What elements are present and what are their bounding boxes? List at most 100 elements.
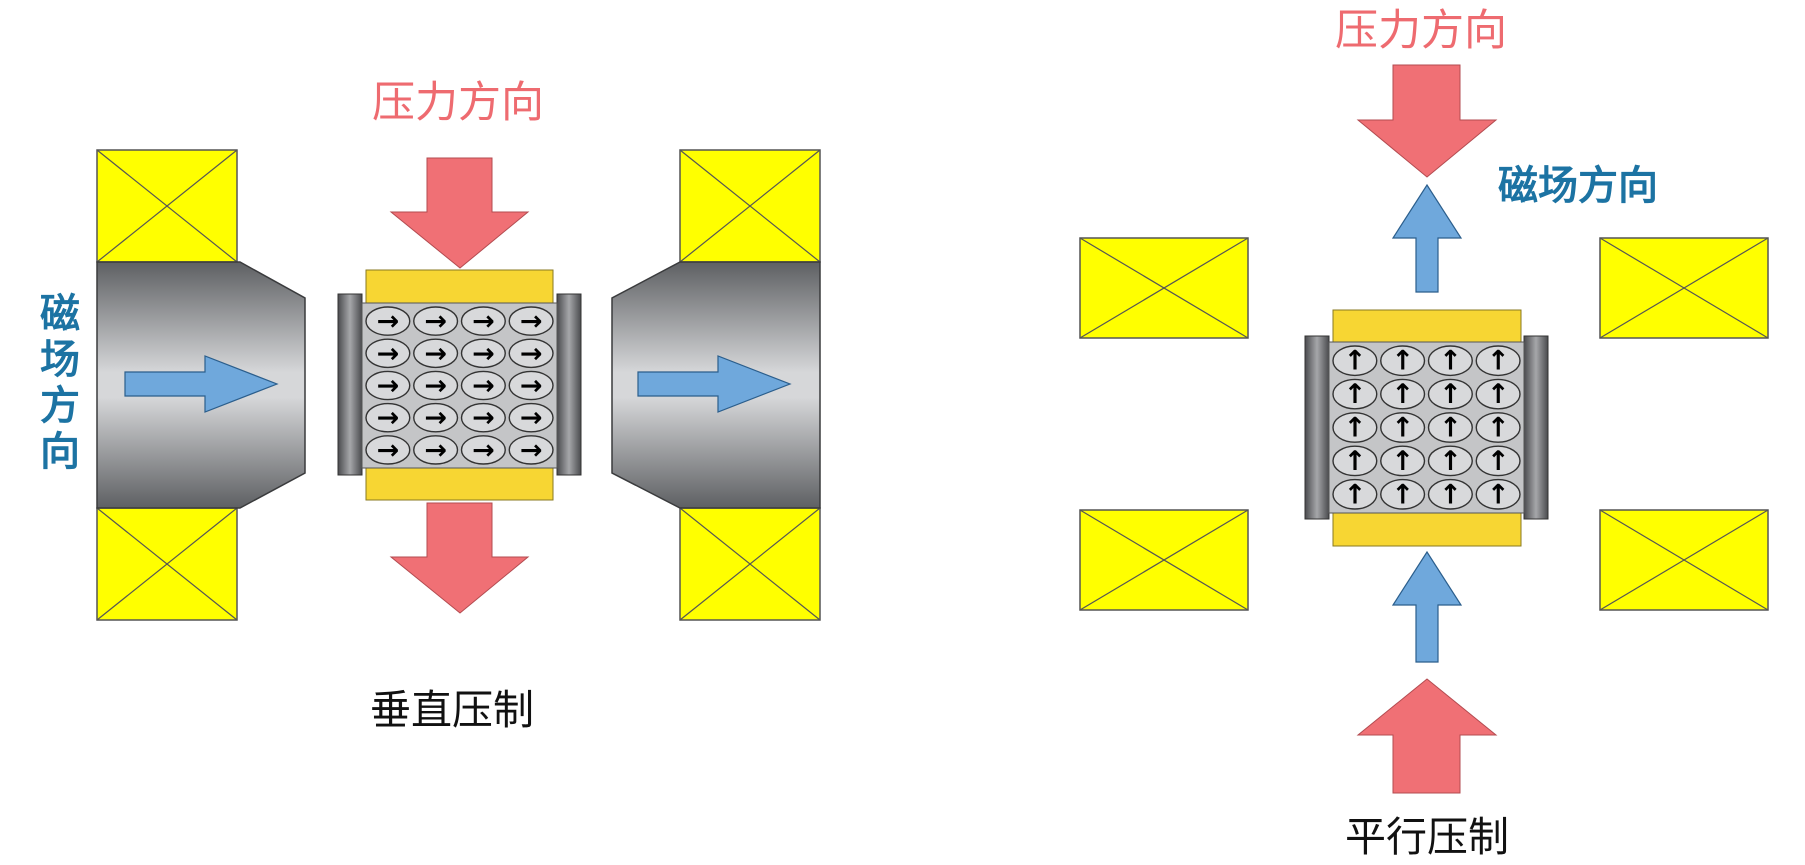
left-grain <box>365 435 411 465</box>
right-grain-arrow-icon: ↑ <box>1439 479 1462 510</box>
left-grain <box>460 370 506 401</box>
left-grain-arrow-icon: → <box>520 306 543 337</box>
punch-bottom-right <box>1332 512 1522 547</box>
left-grain <box>413 338 459 369</box>
coil-lower-right <box>1599 509 1769 611</box>
pressure-direction-label-right: 压力方向 <box>1335 6 1507 56</box>
punch-bottom-left <box>365 467 554 501</box>
left-grain-arrow-icon: → <box>472 371 495 402</box>
left-grain <box>365 306 411 336</box>
pressure-arrow-top-right <box>1356 64 1498 178</box>
left-grain <box>460 402 506 433</box>
right-grain <box>1332 378 1378 410</box>
left-grain <box>460 306 506 336</box>
die-bar-right <box>556 293 582 476</box>
die-bar-left-2 <box>1304 335 1330 520</box>
caption-parallel: 平行压制 <box>1345 813 1509 861</box>
left-grain-arrow-icon: → <box>472 338 495 369</box>
left-grain-arrow-icon: → <box>377 371 400 402</box>
left-grain <box>365 402 411 433</box>
right-grain <box>1332 478 1378 510</box>
right-grain-arrow-icon: ↑ <box>1439 346 1462 377</box>
left-grain-arrow-icon: → <box>424 403 447 434</box>
coil-bottom-right <box>679 507 821 621</box>
field-arrow-up-bottom <box>1391 550 1463 663</box>
right-grain <box>1427 478 1473 510</box>
right-grain <box>1475 445 1521 477</box>
right-grain-arrow-icon: ↑ <box>1391 446 1414 477</box>
right-grain-arrow-icon: ↑ <box>1487 346 1510 377</box>
field-direction-label-left: 磁场方向 <box>33 292 79 476</box>
left-grain <box>508 338 554 369</box>
left-grain-arrow-icon: → <box>424 371 447 402</box>
right-grain-arrow-icon: ↑ <box>1344 446 1367 477</box>
left-grain-arrow-icon: → <box>377 435 400 466</box>
pressure-arrow-top-left <box>389 157 530 269</box>
right-grain <box>1475 412 1521 443</box>
right-grain <box>1380 412 1426 443</box>
left-grain-arrow-icon: → <box>377 306 400 337</box>
left-grain-arrow-icon: → <box>472 403 495 434</box>
right-grain-arrow-icon: ↑ <box>1487 379 1510 410</box>
pressure-arrow-bottom-right <box>1356 678 1498 794</box>
coil-upper-right <box>1599 237 1769 339</box>
right-grain <box>1475 378 1521 410</box>
left-grain <box>460 435 506 465</box>
right-grain-arrow-icon: ↑ <box>1344 479 1367 510</box>
right-grain-arrow-icon: ↑ <box>1487 413 1510 444</box>
coil-bottom-left <box>96 507 238 621</box>
right-grain <box>1427 445 1473 477</box>
caption-perpendicular: 垂直压制 <box>370 686 534 734</box>
right-grain <box>1475 478 1521 510</box>
left-grain <box>508 306 554 336</box>
right-grain-arrow-icon: ↑ <box>1344 413 1367 444</box>
left-grain <box>413 402 459 433</box>
right-grain-arrow-icon: ↑ <box>1344 379 1367 410</box>
right-grain <box>1332 445 1378 477</box>
left-grain <box>365 370 411 401</box>
die-bar-left <box>337 293 363 476</box>
punch-top-right <box>1332 309 1522 343</box>
punch-top-left <box>365 269 554 304</box>
left-grain <box>508 402 554 433</box>
die-bar-right-2 <box>1523 335 1549 520</box>
left-grain-arrow-icon: → <box>377 338 400 369</box>
left-grain <box>508 370 554 401</box>
right-panel: ↑↑↑↑↑↑↑↑↑↑↑↑↑↑↑↑↑↑↑↑ <box>1079 64 1769 794</box>
right-grain-arrow-icon: ↑ <box>1439 379 1462 410</box>
right-grain-arrow-icon: ↑ <box>1391 413 1414 444</box>
right-grain-arrow-icon: ↑ <box>1439 446 1462 477</box>
left-grain-arrow-icon: → <box>520 371 543 402</box>
right-grain-arrow-icon: ↑ <box>1439 413 1462 444</box>
right-grain <box>1380 345 1426 377</box>
left-grain-arrow-icon: → <box>424 306 447 337</box>
right-grain-arrow-icon: ↑ <box>1391 479 1414 510</box>
pressure-direction-label-left: 压力方向 <box>372 78 544 128</box>
powder-grains-left: →→→→→→→→→→→→→→→→→→→→ <box>365 306 554 466</box>
right-grain <box>1380 378 1426 410</box>
coil-top-right <box>679 149 821 263</box>
right-grain-arrow-icon: ↑ <box>1487 479 1510 510</box>
field-direction-label-right: 磁场方向 <box>1498 163 1658 209</box>
left-grain-arrow-icon: → <box>520 338 543 369</box>
left-grain <box>460 338 506 369</box>
right-grain <box>1332 345 1378 377</box>
coil-top-left <box>96 149 238 263</box>
field-arrow-up-top <box>1391 183 1463 293</box>
left-grain-arrow-icon: → <box>424 435 447 466</box>
left-grain-arrow-icon: → <box>377 403 400 434</box>
right-grain <box>1427 412 1473 443</box>
right-grain-arrow-icon: ↑ <box>1391 379 1414 410</box>
right-grain-arrow-icon: ↑ <box>1391 346 1414 377</box>
left-panel: →→→→→→→→→→→→→→→→→→→→ <box>96 149 821 621</box>
left-grain-arrow-icon: → <box>424 338 447 369</box>
coil-lower-left <box>1079 509 1249 611</box>
right-grain <box>1380 478 1426 510</box>
powder-grains-right: ↑↑↑↑↑↑↑↑↑↑↑↑↑↑↑↑↑↑↑↑ <box>1332 345 1521 510</box>
pressure-arrow-bottom-left <box>389 502 530 614</box>
right-grain <box>1427 345 1473 377</box>
field-arrow-left <box>124 355 279 413</box>
left-grain-arrow-icon: → <box>472 435 495 466</box>
right-grain <box>1332 412 1378 443</box>
